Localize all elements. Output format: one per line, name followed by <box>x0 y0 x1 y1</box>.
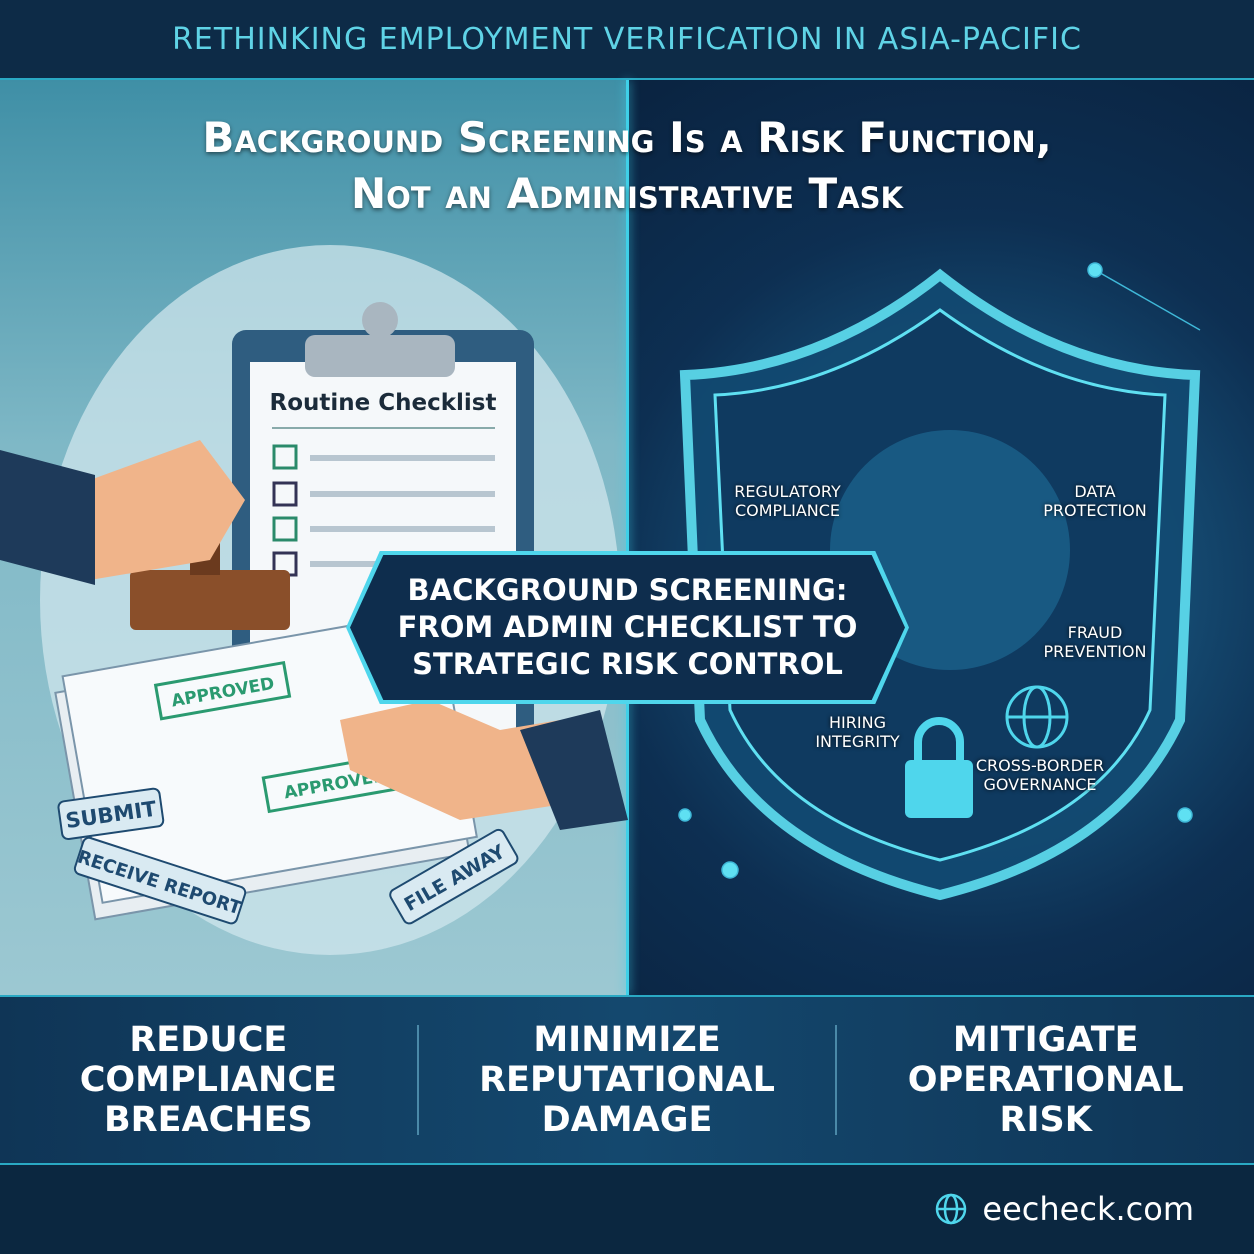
separator <box>835 1025 838 1135</box>
writing-hand <box>340 700 628 830</box>
panel-divider <box>626 80 629 995</box>
callout: BACKGROUND SCREENING: FROM ADMIN CHECKLI… <box>350 555 905 700</box>
stamp-hand <box>0 440 290 630</box>
top-banner: RETHINKING EMPLOYMENT VERIFICATION IN AS… <box>0 0 1254 80</box>
website-link[interactable]: eecheck.com <box>982 1190 1194 1228</box>
separator <box>416 1025 419 1135</box>
headline: Background Screening Is a Risk Function,… <box>0 110 1254 222</box>
lock-icon <box>905 717 973 818</box>
clipboard-title: Routine Checklist <box>270 390 497 416</box>
callout-line-3: STRATEGIC RISK CONTROL <box>412 647 843 681</box>
headline-line-1: Background Screening Is a Risk Function, <box>202 113 1052 162</box>
callout-line-1: BACKGROUND SCREENING: <box>407 573 848 607</box>
network-lines <box>678 262 1201 879</box>
label-cross-border-governance: CROSS-BORDER GOVERNANCE <box>975 756 1105 794</box>
globe-icon <box>936 1193 967 1225</box>
callout-line-2: FROM ADMIN CHECKLIST TO <box>397 610 858 644</box>
footer: eecheck.com <box>934 1190 1194 1228</box>
globe-icon <box>1005 685 1069 749</box>
label-fraud-prevention: FRAUD PREVENTION <box>1043 623 1147 661</box>
label-regulatory-compliance: REGULATORY COMPLIANCE <box>734 482 841 520</box>
shield <box>679 268 1201 901</box>
headline-line-2: Not an Administrative Task <box>351 169 903 218</box>
label-data-protection: DATA PROTECTION <box>1043 482 1147 520</box>
label-hiring-integrity: HIRING INTEGRITY <box>815 713 900 751</box>
